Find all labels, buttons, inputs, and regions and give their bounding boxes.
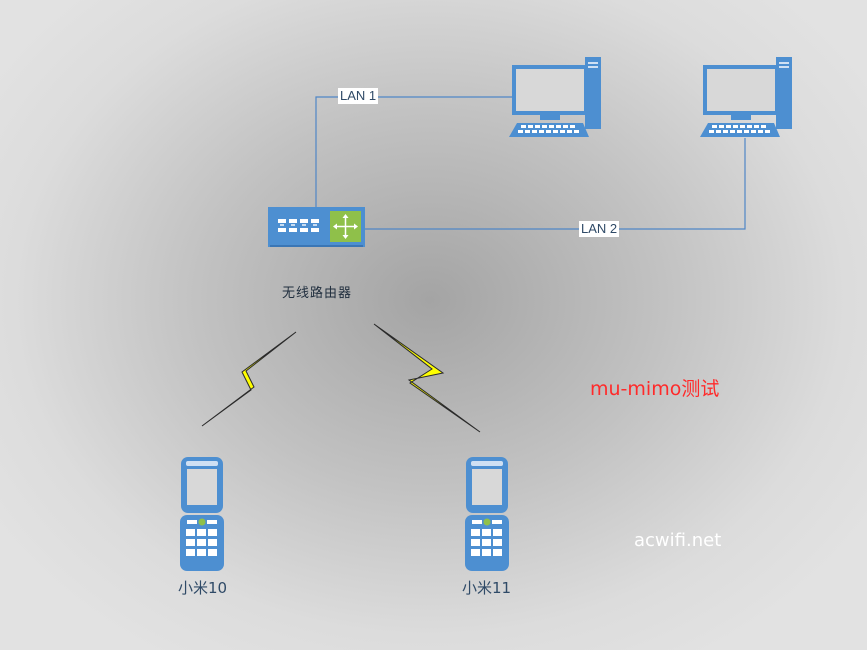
site-watermark: acwifi.net	[634, 530, 722, 551]
lan1-connection-line	[315, 96, 512, 207]
lan2-connection-line	[365, 138, 746, 230]
lan2-label: LAN 2	[579, 221, 620, 237]
lan1-label: LAN 1	[338, 88, 379, 104]
router-caption: 无线路由器	[282, 286, 353, 301]
lightning-bolt-icon	[373, 323, 481, 433]
diagram-title: mu-mimo测试	[590, 378, 720, 400]
lightning-bolt-icon	[201, 331, 297, 427]
flip-phone-icon	[180, 457, 224, 571]
wireless-router-icon	[268, 207, 365, 247]
desktop-computer-icon	[700, 57, 792, 137]
phone-caption: 小米11	[462, 579, 512, 597]
desktop-computer-icon	[509, 57, 601, 137]
flip-phone-icon	[465, 457, 509, 571]
phone-caption: 小米10	[178, 579, 228, 597]
